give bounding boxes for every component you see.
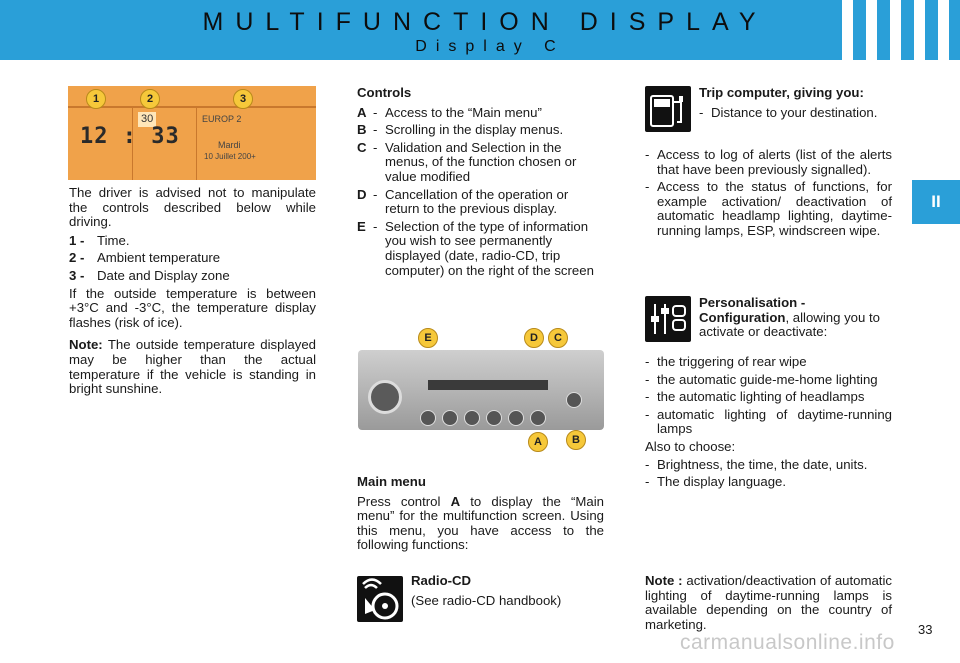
- radio-cd-text: (See radio-CD handbook): [411, 592, 562, 608]
- also-to-choose: Also to choose:: [645, 438, 736, 454]
- watermark: carmanualsonline.info: [680, 631, 895, 654]
- list-item: -Access to the status of functions, for …: [645, 179, 892, 238]
- header-stripe: [890, 0, 901, 60]
- left-column: The driver is advised not to manipulate …: [69, 185, 316, 401]
- trip-computer-icon: [645, 86, 691, 132]
- radio-cd-title: Radio-CD: [411, 573, 472, 588]
- display-time: 12 : 33: [80, 124, 180, 149]
- marketing-note: Note : activation/deactivation of automa…: [645, 573, 892, 632]
- personalisation-text: Configuration, allowing you to activate …: [699, 309, 881, 340]
- list-item: -Brightness, the time, the date, units.: [645, 456, 868, 472]
- personalisation-title: Personalisation -: [699, 295, 806, 310]
- trip-computer-list: -Access to log of alerts (list of the al…: [645, 147, 892, 242]
- callout-a: A: [528, 432, 548, 452]
- list-item: -the automatic guide-me-home lighting: [645, 371, 878, 387]
- main-menu-section: Main menu Press control A to display the…: [357, 474, 604, 557]
- controls-section: Controls A-Access to the “Main menu” B-S…: [357, 85, 605, 281]
- list-item: -The display language.: [645, 474, 787, 490]
- chapter-tab: II: [912, 180, 960, 224]
- list-item: -the automatic lighting of headlamps: [645, 389, 865, 405]
- main-menu-text: Press control A to display the “Main men…: [357, 493, 604, 553]
- page-title: MULTIFUNCTION DISPLAY: [202, 8, 768, 36]
- header-stripe: [914, 0, 925, 60]
- page-subtitle: Display C: [415, 38, 565, 55]
- radio-cd-section: Radio-CD (See radio-CD handbook): [411, 573, 606, 612]
- radio-controls-image: E D C A B: [358, 326, 604, 454]
- display-screen-image: 1 2 3 30 EUROP 2 12 : 33 Mardi 10 Juille…: [68, 86, 316, 180]
- control-item: B-Scrolling in the display menus.: [357, 122, 564, 138]
- temperature-text: If the outside temperature is between +3…: [69, 285, 316, 330]
- callout-b: B: [566, 430, 586, 450]
- list-item: -automatic lighting of daytime-running l…: [645, 406, 892, 437]
- header-stripe: [866, 0, 877, 60]
- list-item: 3 -Date and Display zone: [69, 267, 230, 283]
- main-menu-title: Main menu: [357, 474, 426, 489]
- header-stripe: [938, 0, 949, 60]
- page-number: 33: [918, 622, 933, 637]
- list-item: -Access to log of alerts (list of the al…: [645, 147, 892, 177]
- control-item: D-Cancellation of the operation or retur…: [357, 186, 569, 217]
- control-item: A-Access to the “Main menu”: [357, 104, 542, 120]
- trip-computer-section: Trip computer, giving you: -Distance to …: [699, 85, 892, 123]
- display-date-day: Mardi: [218, 140, 241, 150]
- controls-title: Controls: [357, 85, 412, 100]
- trip-computer-title: Trip computer, giving you:: [699, 85, 864, 100]
- callout-2: 2: [140, 89, 160, 109]
- callout-d: D: [524, 328, 544, 348]
- display-zone: EUROP 2: [202, 114, 242, 124]
- callout-3: 3: [233, 89, 253, 109]
- control-item: C-Validation and Selection in the menus,…: [357, 139, 577, 184]
- callout-e: E: [418, 328, 438, 348]
- list-item: 1 -Time.: [69, 232, 130, 248]
- personalisation-section: Personalisation - Configuration, allowin…: [699, 295, 892, 344]
- personalisation-icon: [645, 296, 691, 342]
- callout-c: C: [548, 328, 568, 348]
- list-item: -the triggering of rear wipe: [645, 354, 807, 369]
- list-item: -Distance to your destination.: [699, 104, 878, 120]
- intro-text: The driver is advised not to manipulate …: [69, 185, 316, 230]
- display-temperature: 30: [138, 112, 157, 127]
- display-date: 10 Juillet 200+: [204, 152, 256, 161]
- page-header: MULTIFUNCTION DISPLAY Display C: [0, 0, 960, 60]
- control-item: E-Selection of the type of information y…: [357, 218, 594, 278]
- callout-1: 1: [86, 89, 106, 109]
- note-text: Note: The outside temperature displayed …: [69, 337, 316, 397]
- list-item: 2 -Ambient temperature: [69, 250, 221, 266]
- radio-cd-icon: [357, 576, 403, 622]
- header-stripe: [842, 0, 853, 60]
- cd-slot: [428, 380, 548, 390]
- personalisation-list: -the triggering of rear wipe -the automa…: [645, 354, 892, 493]
- volume-knob: [368, 380, 402, 414]
